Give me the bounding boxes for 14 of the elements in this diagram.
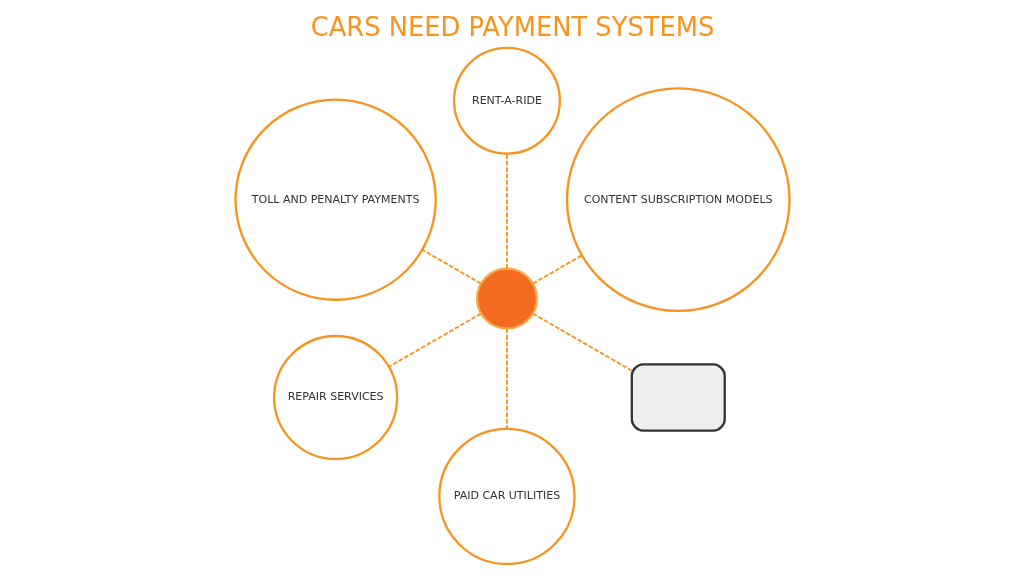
connector (420, 248, 482, 285)
connector (505, 327, 508, 430)
node-circle: REPAIR SERVICES (272, 334, 398, 461)
connector (505, 152, 508, 270)
connector (531, 254, 583, 285)
node-circle: CONTENT SUBSCRIPTION MODELS (565, 87, 791, 313)
node-circle: PAID CAR UTILITIES (437, 427, 576, 566)
connector (387, 312, 482, 368)
node-circle: RENT-A-RIDE (452, 46, 561, 155)
connector (531, 312, 633, 372)
diagram-title: CARS NEED PAYMENT SYSTEMS (310, 12, 714, 43)
node-circle: TOLL AND PENALTY PAYMENTS (233, 98, 437, 301)
node-circle (475, 267, 538, 330)
node-box (630, 363, 726, 432)
